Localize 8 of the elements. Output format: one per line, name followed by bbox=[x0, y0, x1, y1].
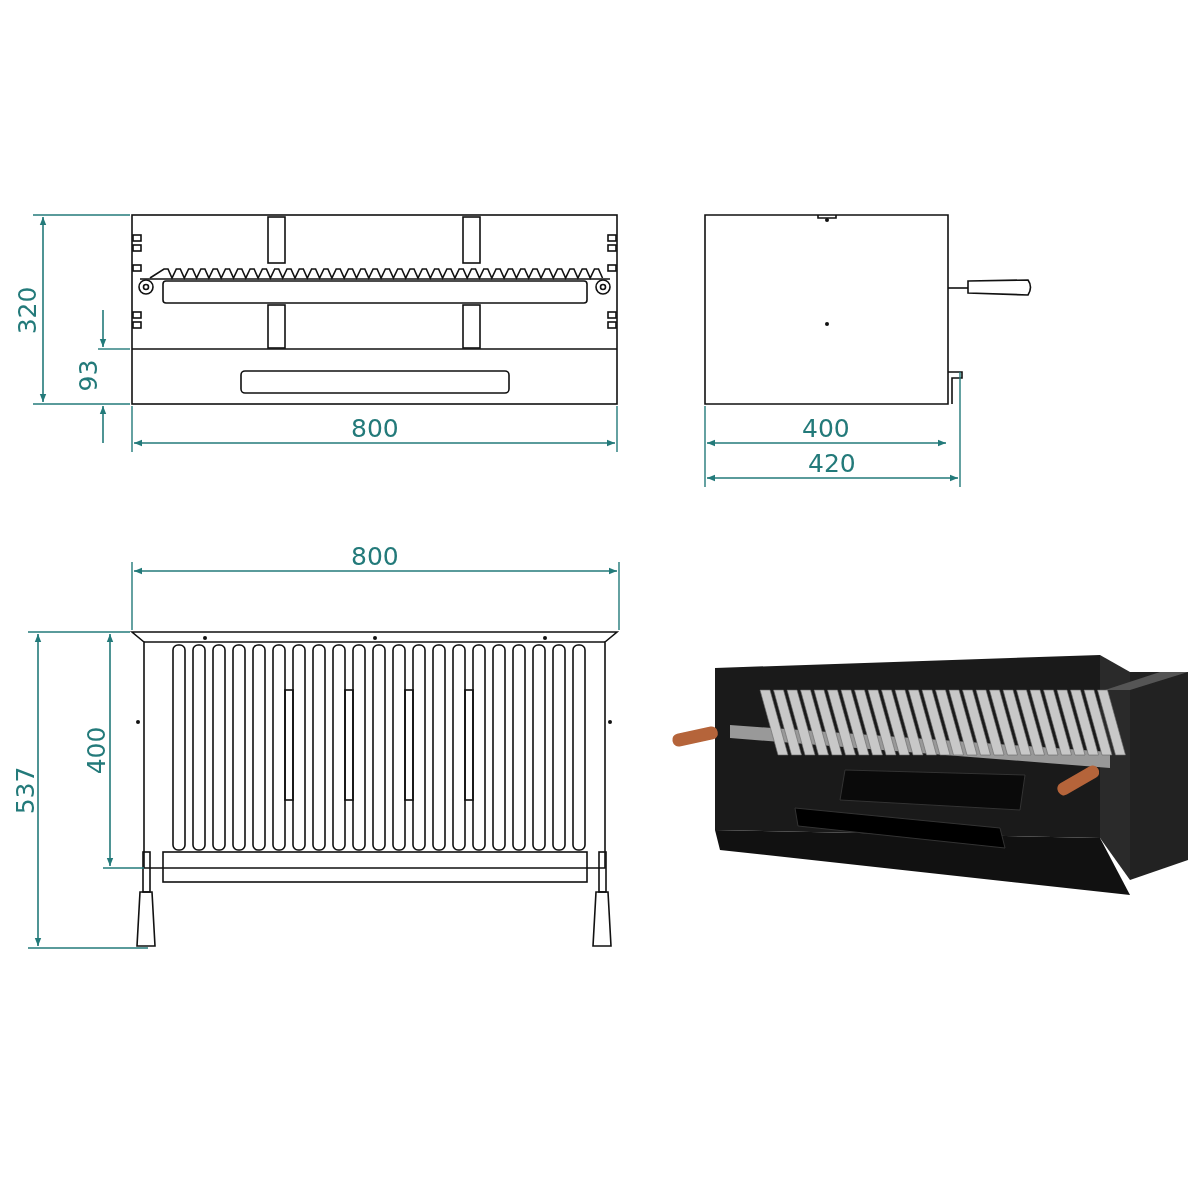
dimension-value: 93 bbox=[76, 359, 102, 391]
dimension-value: 400 bbox=[802, 415, 850, 441]
dimension-value: 800 bbox=[351, 415, 399, 441]
dimension-value: 400 bbox=[84, 726, 110, 774]
dimension-value: 800 bbox=[351, 543, 399, 569]
dimension-value: 537 bbox=[13, 766, 39, 814]
dimension-value: 320 bbox=[15, 286, 41, 334]
dimension-value: 420 bbox=[808, 450, 856, 476]
